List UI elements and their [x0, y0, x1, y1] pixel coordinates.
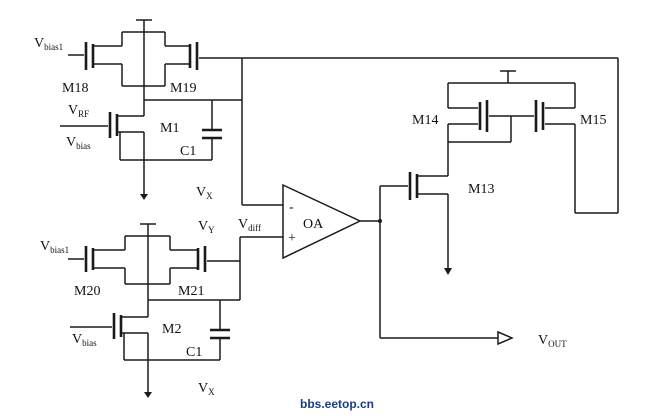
mirror-gate-tie	[448, 115, 534, 143]
capacitor-c1-bottom	[210, 328, 230, 340]
transistor-m1	[60, 100, 145, 196]
label-c1-top: C1	[180, 144, 196, 159]
watermark: bbs.eetop.cn	[300, 397, 375, 411]
capacitor-c1-top	[202, 128, 222, 140]
label-m19: M19	[170, 81, 196, 96]
transistor-m21	[170, 246, 207, 272]
transistor-m14	[447, 100, 489, 142]
label-vbias1-top: Vbias1	[34, 36, 63, 52]
label-vx-bottom: VX	[198, 381, 215, 397]
transistor-m2	[70, 300, 149, 393]
label-vbias1-bottom: Vbias1	[40, 239, 69, 255]
ground-top	[140, 194, 148, 200]
label-vy: VY	[198, 219, 215, 235]
label-vrf: VRF	[68, 103, 89, 119]
label-minus: -	[289, 200, 294, 215]
ground-m13	[444, 268, 452, 275]
label-m21: M21	[178, 284, 204, 299]
label-m18: M18	[62, 81, 88, 96]
transistor-m13	[379, 142, 449, 268]
node-vy	[148, 236, 283, 361]
opamp-oa	[282, 183, 382, 260]
output-line	[379, 221, 514, 346]
ground-bottom	[144, 392, 152, 398]
label-vbias-bottom: Vbias	[72, 332, 97, 348]
node-vx-top	[144, 58, 283, 206]
transistor-m20	[68, 246, 125, 272]
transistor-m15	[534, 100, 576, 213]
label-c1-bottom: C1	[186, 345, 202, 360]
label-vbias-top: Vbias	[66, 135, 91, 151]
transistor-m18	[68, 42, 122, 70]
label-vdiff: Vdiff	[238, 217, 261, 233]
label-oa: OA	[303, 217, 324, 232]
bottom-bias-network	[124, 223, 240, 300]
label-m1: M1	[160, 121, 179, 136]
label-vx-top: VX	[196, 185, 213, 201]
transistor-m19	[165, 42, 199, 70]
label-vout: VOUT	[538, 333, 567, 349]
top-bias-network	[121, 19, 619, 214]
label-m14: M14	[412, 113, 438, 128]
mirror-supply	[447, 70, 576, 108]
label-m20: M20	[74, 284, 100, 299]
label-m13: M13	[468, 182, 494, 197]
label-plus: +	[288, 231, 296, 246]
label-m15: M15	[580, 113, 606, 128]
label-m2: M2	[162, 322, 181, 337]
